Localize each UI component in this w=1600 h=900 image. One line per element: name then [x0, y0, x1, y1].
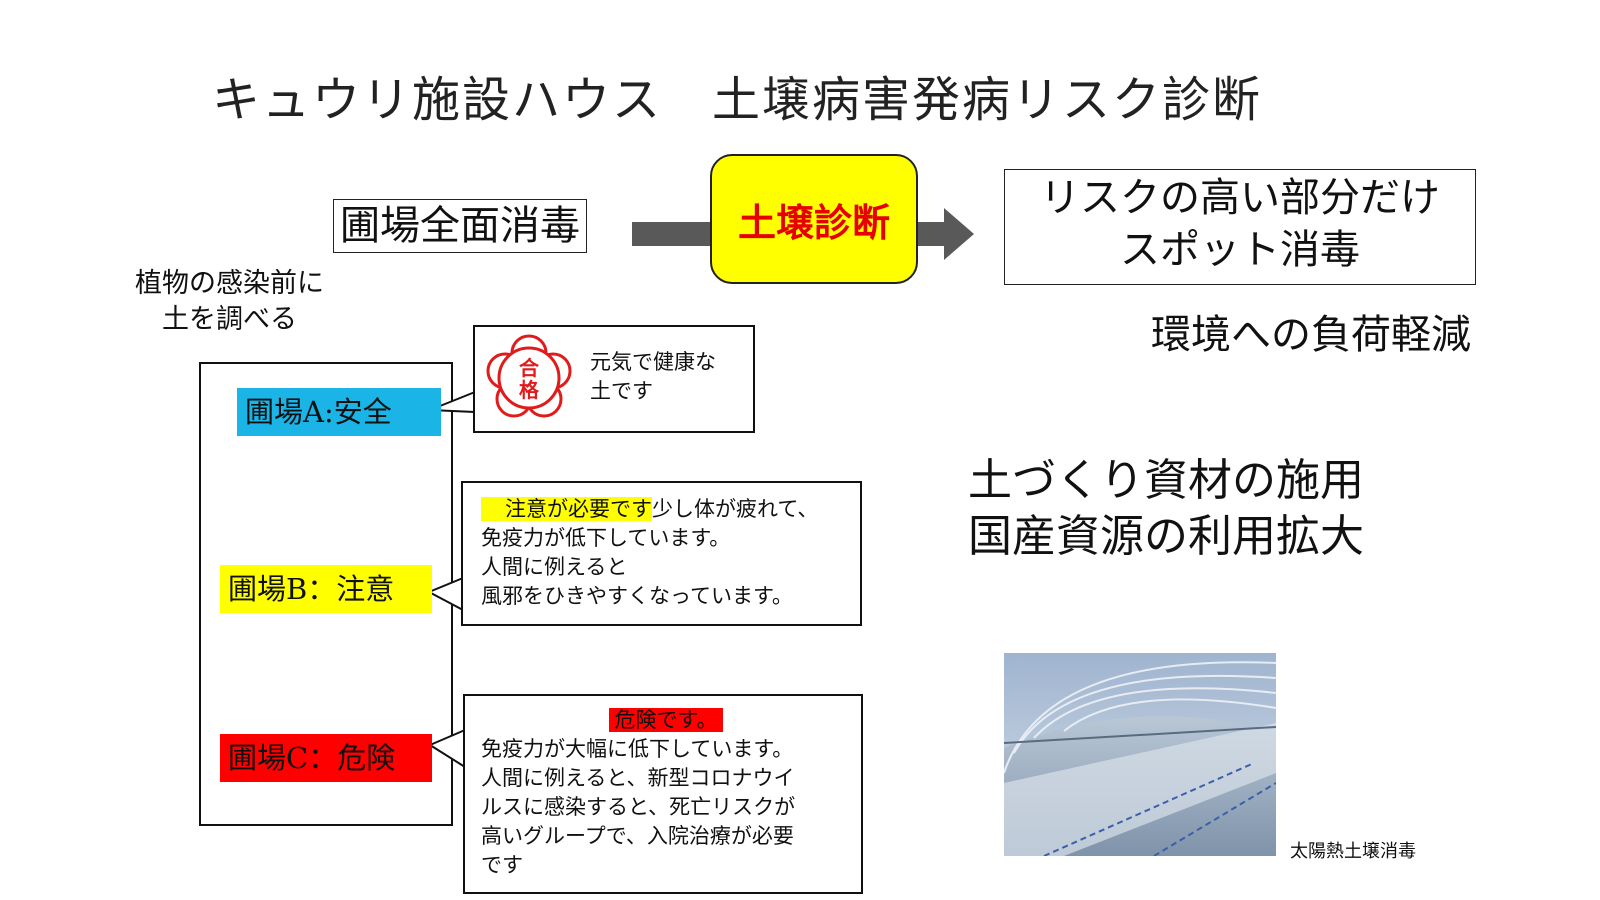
soil-materials-line-1: 土づくり資材の施用 — [968, 453, 1364, 509]
field-c-callout: 危険です。 免疫力が大幅に低下しています。 人間に例えると、新型コロナウイ ルス… — [463, 694, 863, 894]
field-a-message-line-1: 元気で健康な — [590, 348, 740, 377]
field-a-message-line-2: 土です — [590, 377, 740, 406]
field-b-line-2: 免疫力が低下しています。 — [481, 524, 844, 553]
field-a-message: 元気で健康な 土です — [590, 348, 740, 406]
callout-tail-c — [430, 730, 465, 767]
callout-tail-b — [429, 578, 463, 610]
photo-caption: 太陽熱土壌消毒 — [1290, 837, 1416, 863]
field-c-line-2: 人間に例えると、新型コロナウイ — [481, 764, 845, 793]
greenhouse-photo — [1004, 653, 1276, 856]
field-b-line-1: 注意が必要です少し体が疲れて、 — [481, 495, 844, 524]
field-a-label: 圃場A:安全 — [237, 388, 441, 436]
stamp-char-1: 合 — [519, 356, 540, 380]
field-c-danger-highlight: 危険です。 — [609, 708, 724, 732]
soil-materials-line-2: 国産資源の利用拡大 — [968, 509, 1364, 565]
field-b-line-4: 風邪をひきやすくなっています。 — [481, 582, 844, 611]
field-c-label: 圃場C：危険 — [220, 734, 432, 782]
soil-materials-text: 土づくり資材の施用 国産資源の利用拡大 — [968, 453, 1364, 565]
field-b-line-1-rest: 少し体が疲れて、 — [652, 497, 818, 521]
field-b-label: 圃場B：注意 — [220, 565, 432, 613]
field-b-caution-highlight: 注意が必要です — [481, 497, 652, 521]
field-c-line-1: 免疫力が大幅に低下しています。 — [481, 735, 845, 764]
field-b-line-3: 人間に例えると — [481, 553, 844, 582]
stamp-char-2: 格 — [519, 378, 540, 402]
greenhouse-photo-drawing — [1004, 653, 1276, 856]
field-c-line-5: です — [481, 851, 845, 880]
pass-stamp-icon: 合 格 — [483, 331, 575, 423]
field-c-danger-line: 危険です。 — [481, 706, 851, 735]
field-c-line-3: ルスに感染すると、死亡リスクが — [481, 793, 845, 822]
field-c-line-4: 高いグループで、入院治療が必要 — [481, 822, 845, 851]
field-b-callout: 注意が必要です少し体が疲れて、 免疫力が低下しています。 人間に例えると 風邪を… — [461, 481, 862, 626]
